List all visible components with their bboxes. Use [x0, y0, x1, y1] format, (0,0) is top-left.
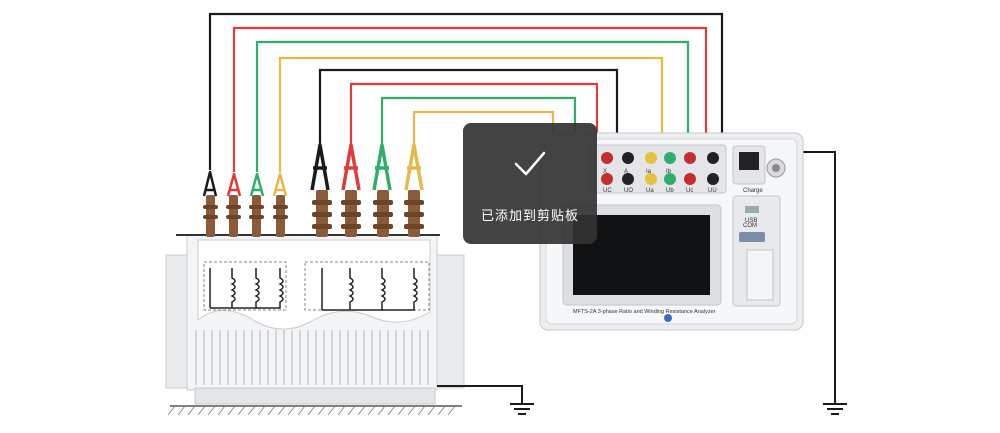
printer-slot	[746, 249, 774, 301]
power-label: Charge	[743, 188, 763, 194]
bushings	[203, 190, 424, 237]
terminal-label: UO	[624, 188, 633, 194]
terminal-posts	[601, 152, 719, 185]
terminal-label: Ia	[646, 169, 652, 175]
usb-label: USB	[745, 218, 757, 224]
brand-logo	[664, 314, 672, 322]
terminal-label: X	[603, 169, 607, 175]
clipboard-toast: 已添加到剪贴板	[463, 123, 597, 244]
terminal-label: Ib	[666, 169, 672, 175]
terminal-label: Uc	[686, 188, 693, 194]
checkmark-icon	[514, 151, 546, 176]
toast-message: 已添加到剪贴板	[480, 209, 579, 224]
terminal-label: A	[624, 169, 628, 175]
alligator-clamps	[202, 143, 424, 197]
analyzer-device	[539, 132, 804, 331]
windings	[209, 268, 418, 311]
transformer	[165, 234, 465, 416]
terminal-label: Ua	[646, 188, 654, 194]
terminal-label: UC	[603, 188, 612, 194]
model-caption: MFTS-2A 3-phase Ratio and Winding Resist…	[573, 309, 716, 315]
terminal-label: Ub	[666, 188, 674, 194]
test-leads	[208, 12, 724, 172]
device-labels: X A Ia Ib UC UO Ua Ub Uc UU Charge USB C…	[573, 169, 763, 315]
com-port	[739, 232, 765, 242]
usb-port	[745, 206, 759, 213]
terminal-label: UU	[708, 188, 717, 194]
com-label: COM	[743, 223, 757, 229]
